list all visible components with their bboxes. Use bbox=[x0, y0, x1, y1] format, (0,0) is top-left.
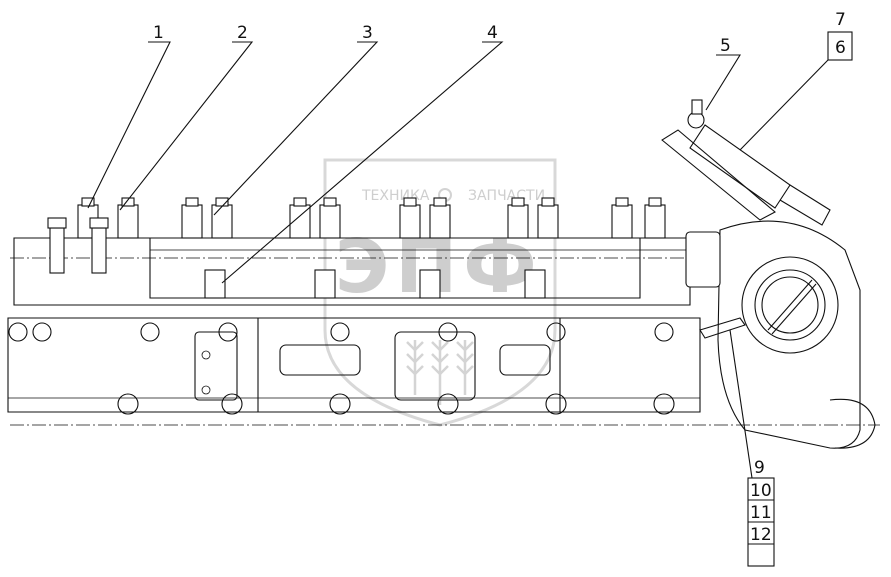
rocker-post bbox=[429, 204, 451, 239]
rocker-post bbox=[611, 204, 633, 239]
callout-10: 10 bbox=[750, 481, 772, 501]
pushrod-tube bbox=[204, 269, 226, 299]
rocker-post bbox=[644, 204, 666, 239]
rocker-post bbox=[319, 204, 341, 239]
rocker-nut bbox=[541, 197, 555, 207]
rocker-post bbox=[117, 204, 139, 239]
bolt-circle bbox=[221, 393, 243, 415]
bolt-circle bbox=[330, 322, 350, 342]
bolt-circle bbox=[329, 393, 351, 415]
rocker-posts bbox=[77, 197, 666, 299]
pushrod-tube bbox=[524, 269, 546, 299]
callout-4: 4 bbox=[487, 23, 498, 43]
rocker-nut bbox=[648, 197, 662, 207]
bolt-circle bbox=[140, 322, 160, 342]
rocker-nut bbox=[511, 197, 525, 207]
callout-6: 6 bbox=[835, 38, 846, 58]
throttle-body bbox=[741, 256, 839, 354]
leader-lines bbox=[87, 31, 853, 567]
rocker-post bbox=[181, 204, 203, 239]
cylinder-head-block bbox=[7, 237, 880, 426]
callout-9: 9 bbox=[754, 458, 765, 478]
rocker-post bbox=[211, 204, 233, 239]
bolt-circle bbox=[32, 322, 52, 342]
callout-labels: 1 2 3 4 5 6 7 9 10 11 12 bbox=[153, 10, 846, 545]
bolt-circle bbox=[546, 322, 566, 342]
bolt-circle bbox=[654, 322, 674, 342]
rocker-nut bbox=[121, 197, 135, 207]
rocker-post bbox=[537, 204, 559, 239]
rocker-nut bbox=[615, 197, 629, 207]
callout-12: 12 bbox=[750, 525, 772, 545]
bolt-circle bbox=[117, 393, 139, 415]
bolt-circle bbox=[8, 322, 28, 342]
callout-2: 2 bbox=[237, 23, 248, 43]
rocker-nut bbox=[403, 197, 417, 207]
rocker-nut bbox=[293, 197, 307, 207]
bolt-circle bbox=[437, 393, 459, 415]
pushrod-tube bbox=[314, 269, 336, 299]
callout-11: 11 bbox=[750, 503, 772, 523]
rocker-nut bbox=[185, 197, 199, 207]
rocker-post bbox=[399, 204, 421, 239]
callout-1: 1 bbox=[153, 23, 164, 43]
bolt-circle bbox=[545, 393, 567, 415]
rocker-post bbox=[507, 204, 529, 239]
head-bolts bbox=[8, 322, 675, 415]
turbo-throttle-assembly bbox=[685, 220, 876, 449]
injector-left bbox=[47, 217, 109, 274]
manifold-plates bbox=[194, 317, 561, 413]
callout-7: 7 bbox=[835, 10, 846, 30]
wheat-icon bbox=[406, 340, 474, 405]
pushrod-tube bbox=[419, 269, 441, 299]
rocker-nut bbox=[323, 197, 337, 207]
bolt-circle bbox=[653, 393, 675, 415]
watermark-text-left: ТЕХНИКА bbox=[361, 188, 430, 204]
rocker-nut bbox=[81, 197, 95, 207]
actuator-cylinder bbox=[661, 99, 831, 226]
watermark-text-right: ЗАПЧАСТИ bbox=[468, 188, 545, 204]
callout-5: 5 bbox=[720, 36, 731, 56]
rocker-nut bbox=[433, 197, 447, 207]
callout-3: 3 bbox=[362, 23, 373, 43]
